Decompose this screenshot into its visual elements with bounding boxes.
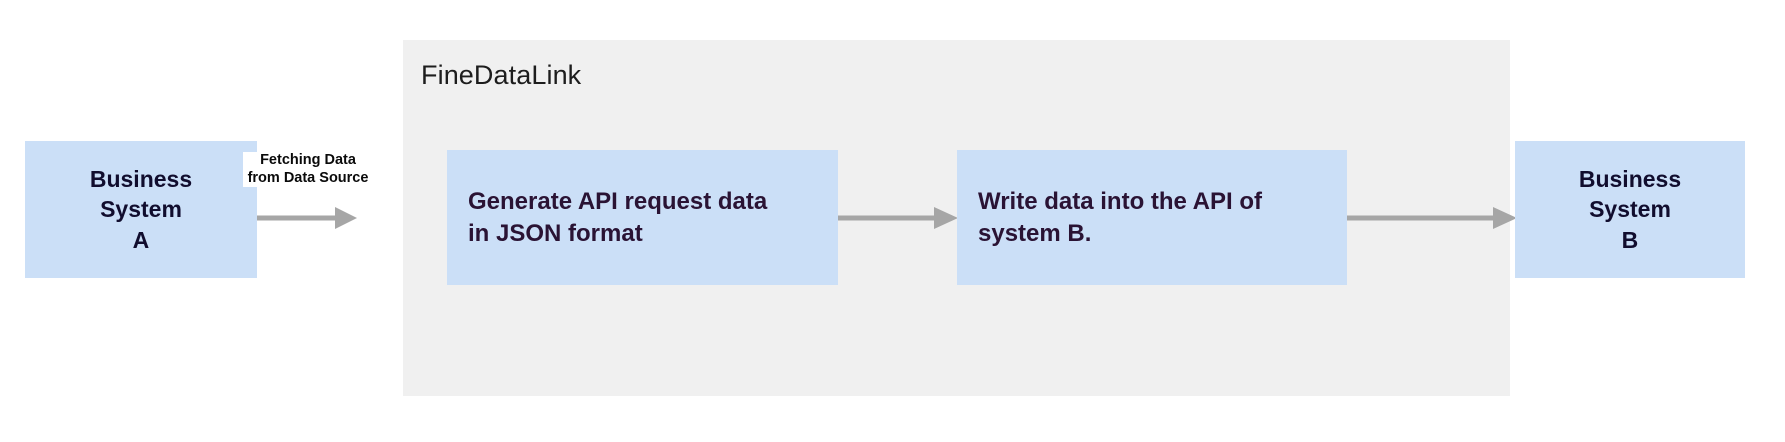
node-business-system-a[interactable]: Business System A xyxy=(25,141,257,278)
node-label-business-system-a: Business System A xyxy=(89,165,193,253)
node-generate-api-request[interactable]: Generate API request data in JSON format xyxy=(447,150,838,285)
edge-label-fetching-data: Fetching Data from Data Source xyxy=(243,152,373,188)
arrow-generate-to-write xyxy=(838,205,958,231)
arrow-system-a-to-generate xyxy=(257,205,357,231)
node-write-data-into-api[interactable]: Write data into the API of system B. xyxy=(957,150,1347,285)
node-label-write-data-into-api: Write data into the API of system B. xyxy=(978,187,1263,247)
node-label-generate-api-request: Generate API request data in JSON format xyxy=(468,187,768,247)
node-label-business-system-b: Business System B xyxy=(1578,165,1682,253)
arrow-write-to-system-b xyxy=(1347,205,1517,231)
group-title-finedatalink: FineDataLink xyxy=(421,60,582,90)
node-business-system-b[interactable]: Business System B xyxy=(1515,141,1745,278)
